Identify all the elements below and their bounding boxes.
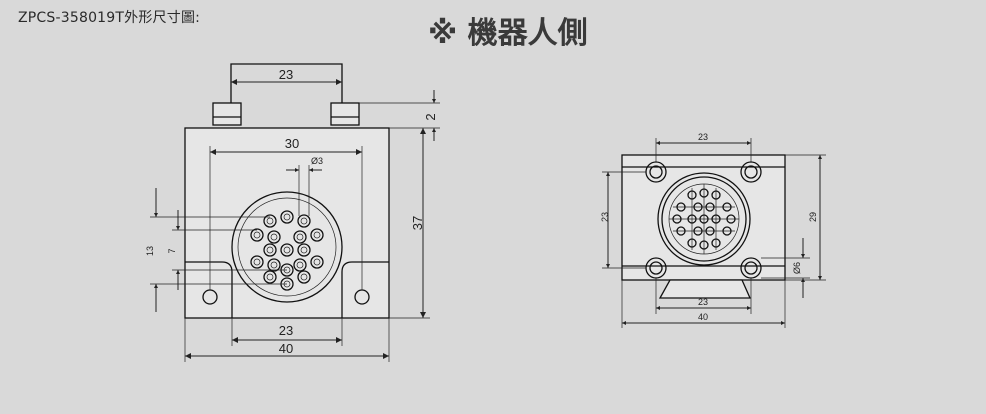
front-dim-tab-height: 2: [423, 113, 438, 120]
front-dim-inner-width: 30: [285, 136, 299, 151]
side-dim-bottom-width: 40: [698, 312, 708, 322]
part-label: ZPCS-358019T外形尺寸圖:: [18, 10, 201, 26]
front-dim-base-width: 40: [279, 341, 293, 356]
side-dim-bottom-inner: 23: [698, 297, 708, 307]
front-dim-top-width: 23: [279, 67, 293, 82]
side-pins: [672, 188, 736, 250]
side-title: ※ 機器人側: [428, 16, 588, 51]
side-dim-hole-dia: Ø6: [792, 262, 802, 274]
front-dim-height: 37: [410, 216, 425, 230]
side-dim-top-width: 23: [698, 132, 708, 142]
front-dim-pin-dia: Ø3: [311, 156, 323, 166]
side-dim-right-height: 29: [808, 212, 818, 222]
front-dim-13: 13: [145, 246, 155, 256]
front-dim-base-inner: 23: [279, 323, 293, 338]
front-pins: [250, 210, 324, 291]
front-dim-7: 7: [167, 248, 177, 253]
side-dim-left-height: 23: [600, 212, 610, 222]
side-view: 23 23 29 Ø6 23 40: [600, 132, 826, 328]
front-view: 23 2 30 Ø3 37 13 7: [145, 63, 440, 362]
